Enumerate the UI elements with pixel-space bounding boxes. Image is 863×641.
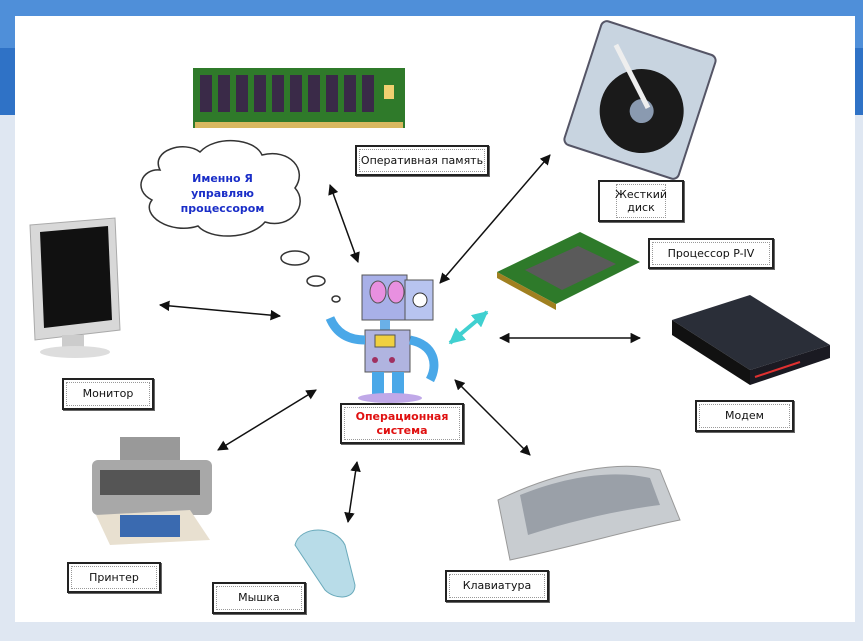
arrow-keyboard <box>454 379 531 456</box>
label-mouse: Мышка <box>212 582 306 614</box>
thought-bubble-text: Именно Я управляю процессором <box>180 172 265 215</box>
modem-image <box>672 295 830 385</box>
arrow-monitor <box>158 300 282 321</box>
processor-image <box>497 232 640 310</box>
keyboard-image <box>497 465 681 561</box>
label-monitor: Монитор <box>62 378 154 410</box>
label-operating-system: Операционная система <box>340 403 464 444</box>
label-keyboard: Клавиатура <box>445 570 549 602</box>
hard-disk-image <box>563 20 717 180</box>
label-ram: Оперативная память <box>355 145 489 176</box>
robot-image <box>325 274 439 403</box>
arrow-cpu <box>448 310 489 345</box>
mouse-image <box>294 529 356 598</box>
connection-arrows <box>158 154 642 524</box>
label-cpu: Процессор P-IV <box>648 238 774 269</box>
arrow-printer <box>217 389 317 451</box>
arrow-hdd <box>439 154 551 284</box>
thought-bubble <box>140 140 341 303</box>
arrow-ram <box>328 184 360 263</box>
label-hdd: Жесткий диск <box>598 180 684 222</box>
printer-image <box>92 437 212 545</box>
ram-image <box>193 68 405 128</box>
arrow-mouse <box>344 460 361 524</box>
label-printer: Принтер <box>67 562 161 593</box>
monitor-image <box>29 217 121 358</box>
label-modem: Модем <box>695 400 794 432</box>
